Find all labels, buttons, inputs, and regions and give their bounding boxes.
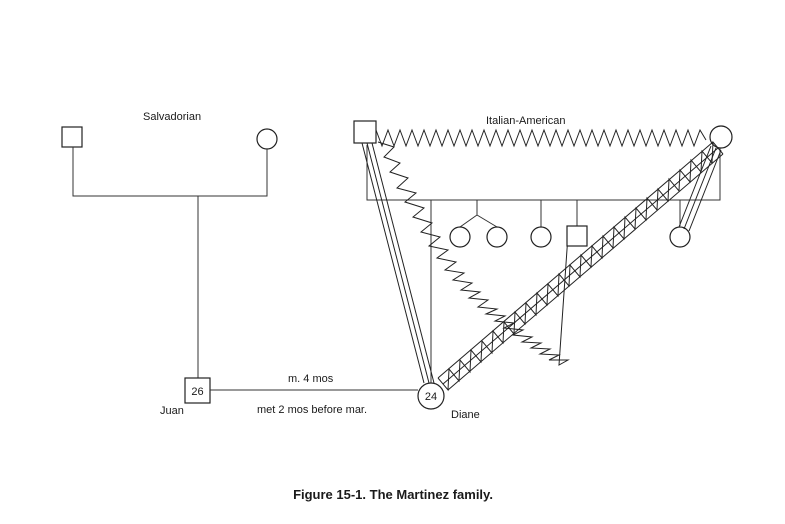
brother-symbol bbox=[566, 225, 588, 247]
conflict-father-son bbox=[377, 141, 570, 366]
father-italian-american bbox=[353, 120, 377, 144]
marriage-met-note: met 2 mos before mar. bbox=[257, 404, 367, 416]
conflict-father-mother bbox=[375, 128, 707, 148]
sister-twin-1 bbox=[449, 226, 471, 248]
mother-italian-american bbox=[709, 125, 733, 149]
salvadorian-marriage-line bbox=[72, 147, 268, 197]
juan-name: Juan bbox=[160, 405, 184, 417]
juan-age: 26 bbox=[191, 386, 203, 398]
group-label-italian-american: Italian-American bbox=[486, 115, 565, 127]
group-label-salvadorian: Salvadorian bbox=[143, 111, 201, 123]
italian-marriage-line bbox=[366, 145, 721, 201]
fused-mother-sister5 bbox=[678, 145, 722, 232]
marriage-duration: m. 4 mos bbox=[288, 373, 334, 385]
father-salvadorian bbox=[61, 126, 83, 148]
sister-3 bbox=[530, 226, 552, 248]
sister-5 bbox=[669, 226, 691, 248]
twins-descent-line bbox=[459, 200, 498, 228]
mother-salvadorian bbox=[256, 128, 278, 150]
diane-name: Diane bbox=[451, 409, 480, 421]
fused-conflict-mother-diane bbox=[437, 140, 724, 392]
diane-symbol bbox=[417, 382, 445, 410]
fused-father-diane bbox=[361, 142, 435, 384]
sister-twin-2 bbox=[486, 226, 508, 248]
diane-age: 24 bbox=[425, 391, 437, 403]
figure-caption: Figure 15-1. The Martinez family. bbox=[293, 487, 493, 502]
